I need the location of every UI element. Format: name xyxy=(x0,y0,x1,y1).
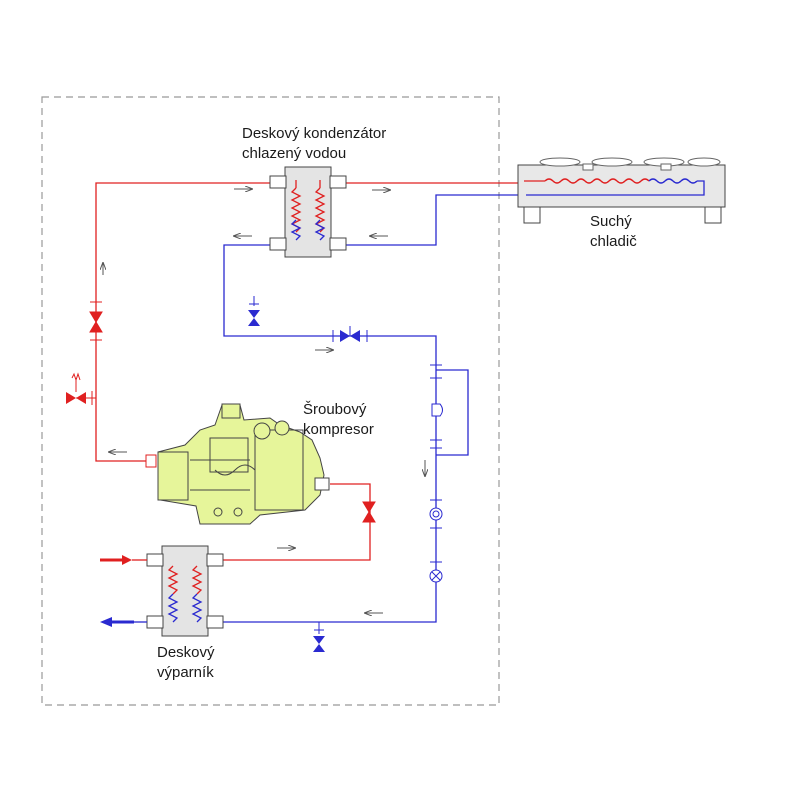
screw-compressor xyxy=(145,403,330,525)
water-outlet-arrow xyxy=(100,617,147,627)
dry-cooler xyxy=(517,157,726,224)
evaporator-label: Deskový xyxy=(157,644,215,661)
check-valve-icon xyxy=(362,501,376,523)
liquid-pipe xyxy=(222,244,437,623)
condenser-label: Deskový kondenzátor xyxy=(242,125,386,142)
compressor-label: Šroubový xyxy=(303,401,367,418)
bypass-pipe xyxy=(436,369,469,456)
condenser-label-line2: chlazený vodou xyxy=(242,145,346,162)
check-valve-icon xyxy=(248,296,260,326)
fan-icon xyxy=(539,157,721,171)
plate-evaporator xyxy=(146,545,224,637)
sight-glass-icon xyxy=(429,499,443,529)
filter-drier-icon xyxy=(430,364,443,449)
expansion-valve-icon xyxy=(429,561,443,583)
plate-condenser xyxy=(269,166,347,258)
drycooler-label: Suchý xyxy=(590,213,632,230)
check-valve-icon xyxy=(332,326,368,342)
evaporator-label-line2: výparník xyxy=(157,664,214,681)
check-valve-icon xyxy=(313,622,325,652)
check-valve-icon xyxy=(89,301,103,341)
discharge-pipe xyxy=(95,182,272,462)
safety-valve-icon xyxy=(66,372,96,405)
system-boundary xyxy=(41,96,500,706)
flow-arrow-icon xyxy=(103,189,425,613)
drycooler-label-line2: chladič xyxy=(590,233,637,250)
water-inlet-arrow xyxy=(100,555,147,565)
compressor-label-line2: kompresor xyxy=(303,421,374,438)
cold-water-pipe xyxy=(340,194,526,246)
